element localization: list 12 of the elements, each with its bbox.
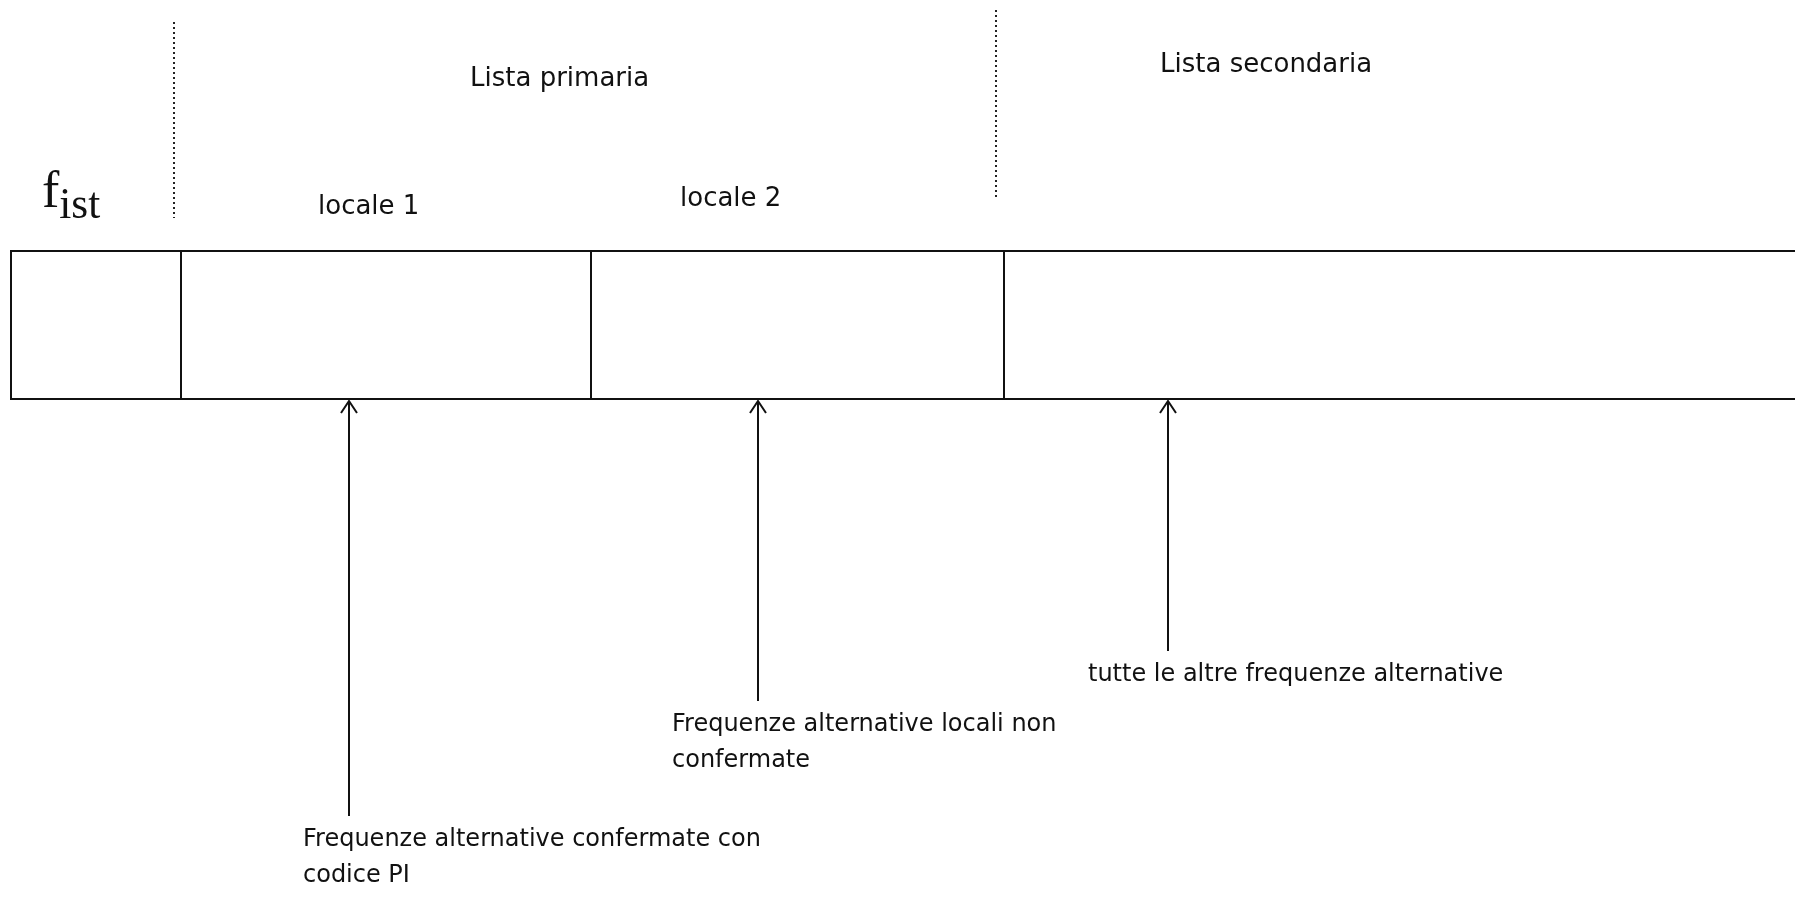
description-text: Frequenze alternative locali non confermate	[672, 705, 1112, 777]
list-label: Lista secondaria	[1160, 48, 1373, 78]
list-cell	[1003, 250, 1795, 400]
cell-heading: locale 1	[318, 190, 420, 220]
arrow	[1159, 400, 1177, 652]
arrow	[749, 400, 767, 702]
cell-heading: locale 2	[680, 182, 782, 212]
arrow	[340, 400, 358, 817]
description-text: tutte le altre frequenze alternative	[1088, 655, 1788, 691]
cell-heading: f$_{ist}$	[42, 160, 101, 229]
description-text: Frequenze alternative confermate con codice PI	[303, 820, 823, 892]
list-label: Lista primaria	[470, 62, 650, 92]
